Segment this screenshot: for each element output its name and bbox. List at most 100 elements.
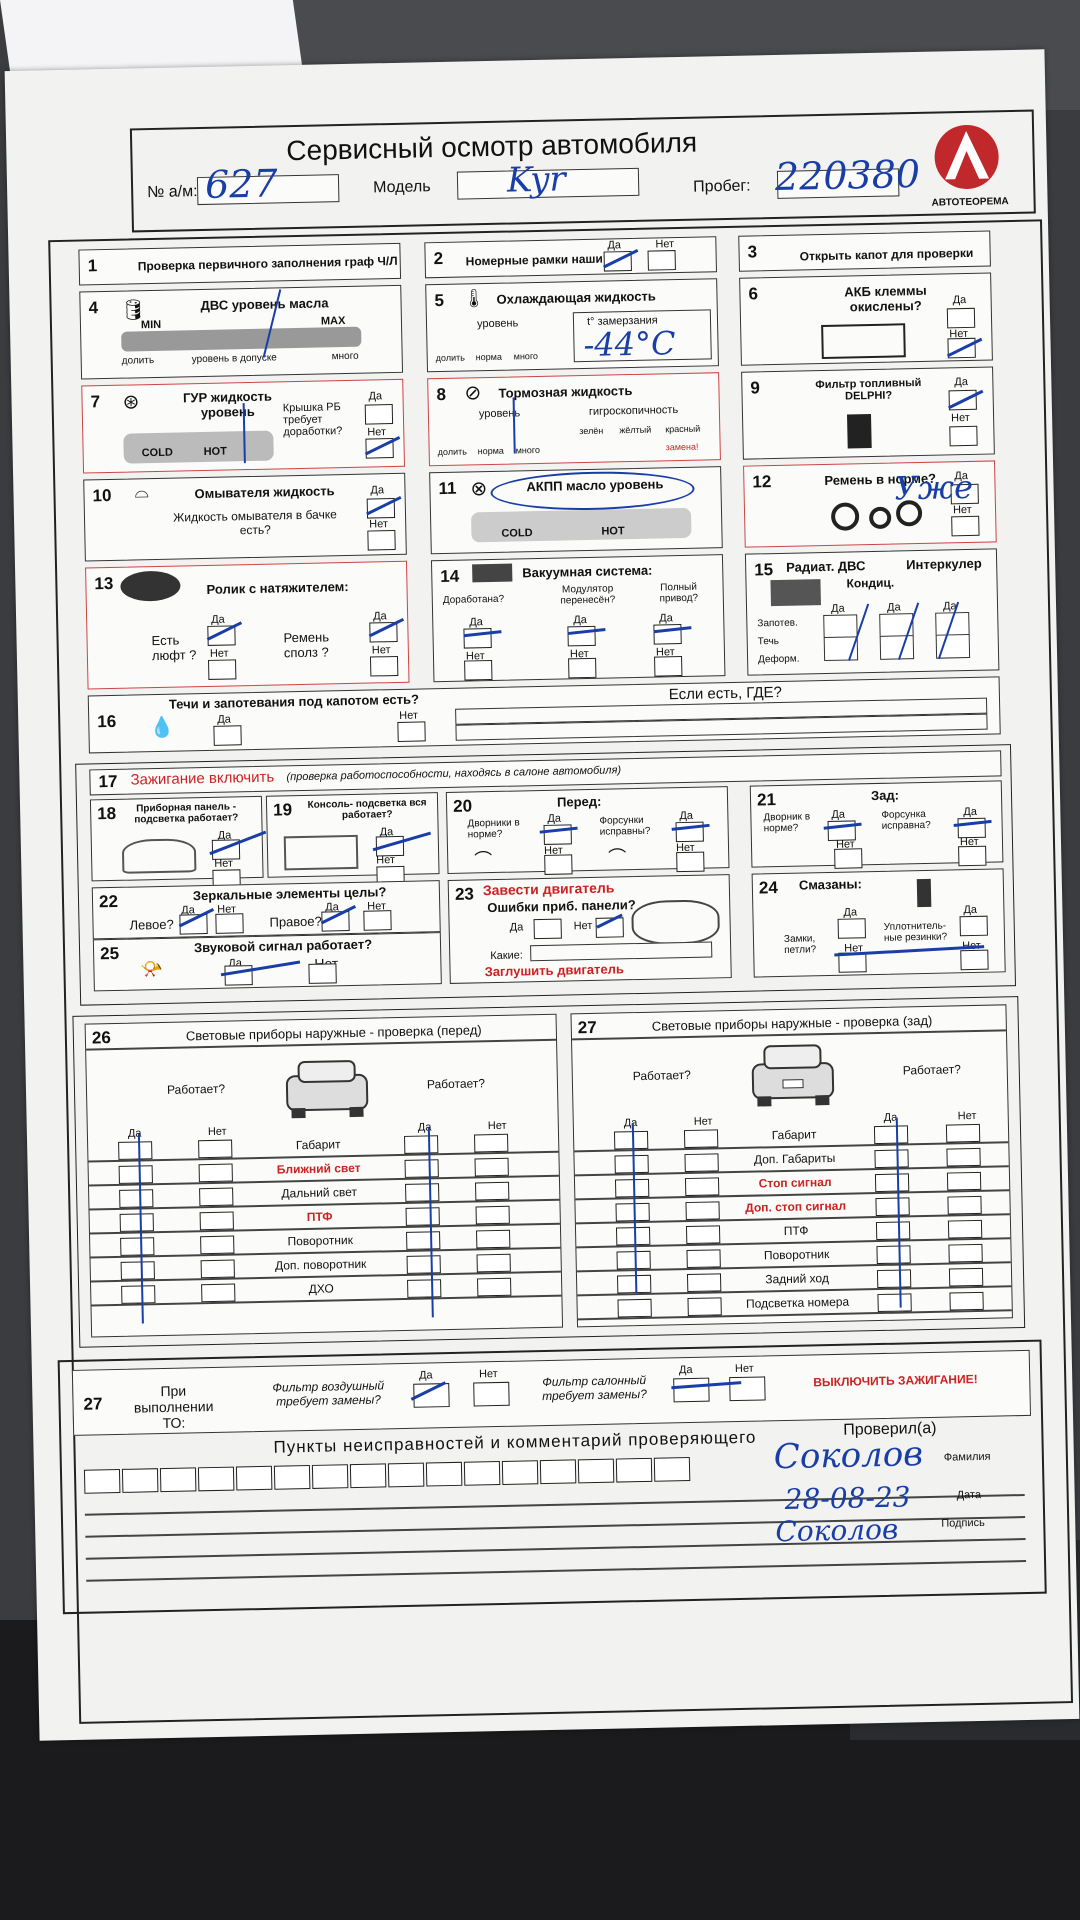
section-20-w-no-checkbox[interactable] [544, 854, 573, 875]
light-checkbox[interactable] [200, 1259, 235, 1279]
section-24-s-no-checkbox[interactable] [960, 949, 989, 971]
light-checkbox[interactable] [121, 1285, 156, 1304]
light-checkbox[interactable] [476, 1229, 511, 1249]
light-checkbox[interactable] [948, 1243, 983, 1263]
section-28-air-no-checkbox[interactable] [473, 1381, 510, 1407]
light-checkbox[interactable] [948, 1267, 984, 1287]
section-16-no-checkbox[interactable] [397, 721, 426, 742]
light-checkbox[interactable] [120, 1261, 155, 1280]
light-checkbox[interactable] [946, 1147, 981, 1167]
light-checkbox[interactable] [406, 1255, 441, 1274]
light-checkbox[interactable] [945, 1123, 981, 1143]
light-checkbox[interactable] [199, 1187, 234, 1207]
light-checkbox[interactable] [875, 1221, 911, 1241]
light-checkbox[interactable] [199, 1211, 234, 1231]
light-checkbox[interactable] [119, 1213, 154, 1232]
section-28-cabin-yes-checkbox[interactable] [673, 1377, 710, 1403]
light-checkbox[interactable] [120, 1237, 155, 1256]
light-checkbox[interactable] [683, 1129, 719, 1149]
section-17-label: Зажигание включить [130, 768, 275, 789]
light-checkbox[interactable] [684, 1177, 720, 1197]
section-24-l-yes-checkbox[interactable] [837, 918, 866, 939]
light-checkbox[interactable] [405, 1183, 440, 1202]
light-checkbox[interactable] [118, 1141, 153, 1160]
fault-cell[interactable] [159, 1467, 197, 1493]
light-checkbox[interactable] [407, 1279, 442, 1298]
fault-cell[interactable] [463, 1461, 501, 1486]
light-checkbox[interactable] [404, 1159, 439, 1178]
section-20-j-no-checkbox[interactable] [676, 851, 705, 873]
light-checkbox[interactable] [686, 1273, 722, 1293]
section-13-play-no-checkbox[interactable] [208, 659, 237, 680]
fault-cell[interactable] [273, 1464, 311, 1490]
section-14-c2-no-checkbox[interactable] [568, 657, 597, 679]
light-checkbox[interactable] [875, 1197, 910, 1217]
light-checkbox[interactable] [947, 1219, 983, 1239]
fault-cell[interactable] [197, 1466, 235, 1492]
light-checkbox[interactable] [119, 1189, 154, 1208]
section-22-left-no-checkbox[interactable] [215, 913, 244, 934]
section-12-no-checkbox[interactable] [951, 515, 980, 537]
fault-cell[interactable] [501, 1460, 539, 1485]
light-checkbox[interactable] [873, 1125, 909, 1145]
light-checkbox[interactable] [476, 1253, 511, 1273]
section-13-slip-no-checkbox[interactable] [369, 655, 399, 677]
section-23-which-field[interactable] [530, 941, 713, 962]
light-checkbox[interactable] [474, 1133, 509, 1153]
fault-cell[interactable] [235, 1465, 273, 1491]
section-23-yes-checkbox[interactable] [533, 918, 562, 940]
light-checkbox[interactable] [946, 1171, 982, 1191]
light-checkbox[interactable] [874, 1149, 909, 1169]
section-25-no-checkbox[interactable] [308, 963, 337, 984]
section-2-no-checkbox[interactable] [647, 250, 676, 271]
light-checkbox[interactable] [475, 1181, 510, 1201]
light-checkbox[interactable] [876, 1245, 911, 1265]
section-15-cell-2-2[interactable] [879, 635, 915, 660]
section-6-yes-checkbox[interactable] [946, 307, 976, 329]
light-checkbox[interactable] [874, 1173, 910, 1193]
section-14-c1-no-checkbox[interactable] [464, 659, 493, 681]
section-15-cell-1-1[interactable] [823, 614, 858, 640]
fault-cell[interactable] [311, 1464, 349, 1489]
fault-cell[interactable] [387, 1462, 425, 1488]
fault-cell[interactable] [653, 1457, 691, 1482]
light-checkbox[interactable] [198, 1163, 233, 1183]
light-checkbox[interactable] [477, 1277, 512, 1297]
section-21-j-no-checkbox[interactable] [958, 845, 987, 867]
fault-cell[interactable] [539, 1459, 577, 1485]
light-checkbox[interactable] [686, 1249, 721, 1269]
light-checkbox[interactable] [947, 1195, 982, 1215]
section-21-w-no-checkbox[interactable] [834, 848, 863, 869]
section-16-yes-checkbox[interactable] [213, 725, 242, 746]
light-checkbox[interactable] [685, 1225, 721, 1245]
section-9-no-checkbox[interactable] [949, 425, 978, 447]
light-checkbox[interactable] [405, 1207, 440, 1226]
fault-cell[interactable] [83, 1468, 121, 1494]
section-28-cabin-no-checkbox[interactable] [729, 1376, 766, 1402]
section-24-s-yes-checkbox[interactable] [959, 915, 988, 937]
light-checkbox[interactable] [404, 1135, 439, 1154]
light-checkbox[interactable] [876, 1269, 912, 1289]
fault-cell[interactable] [425, 1461, 463, 1487]
fault-cell[interactable] [349, 1463, 387, 1489]
fault-cell[interactable] [121, 1468, 159, 1493]
section-7-yes-checkbox[interactable] [364, 404, 394, 425]
light-checkbox[interactable] [118, 1165, 153, 1184]
light-checkbox[interactable] [684, 1153, 719, 1173]
light-checkbox[interactable] [475, 1205, 510, 1225]
fault-cell[interactable] [615, 1457, 653, 1483]
light-checkbox[interactable] [474, 1157, 509, 1177]
fault-cell[interactable] [577, 1458, 615, 1484]
light-checkbox[interactable] [949, 1291, 984, 1311]
section-10-no-checkbox[interactable] [367, 529, 396, 551]
light-checkbox[interactable] [201, 1283, 236, 1303]
light-checkbox[interactable] [685, 1201, 720, 1221]
section-22-right-no-checkbox[interactable] [363, 910, 392, 931]
light-checkbox[interactable] [406, 1231, 441, 1250]
light-checkbox[interactable] [200, 1235, 235, 1255]
section-14-c3-no-checkbox[interactable] [654, 656, 683, 677]
light-checkbox[interactable] [198, 1139, 233, 1159]
light-checkbox[interactable] [617, 1298, 652, 1318]
light-checkbox[interactable] [687, 1297, 722, 1317]
light-checkbox[interactable] [877, 1293, 912, 1313]
